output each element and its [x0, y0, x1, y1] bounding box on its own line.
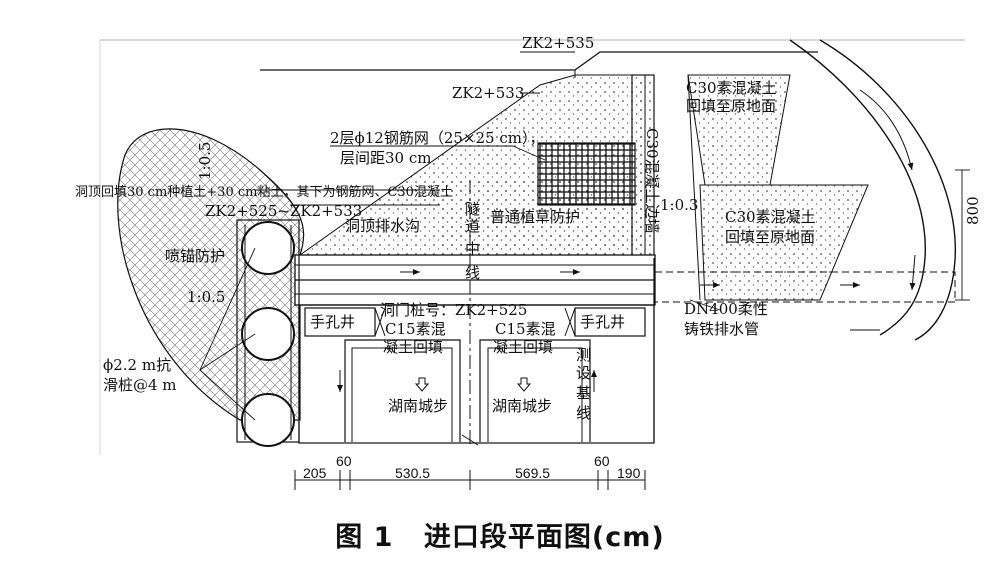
- station-zk535: ZK2+535: [522, 34, 594, 52]
- dn400-pipe: [654, 271, 956, 303]
- rebar-mesh: [537, 142, 636, 206]
- dim-205: 205: [303, 465, 327, 481]
- dim-60-left: 60: [336, 453, 352, 469]
- c15-right-1: C15素混: [495, 320, 556, 338]
- tunnel-center-2: 道: [465, 217, 480, 235]
- rebar-mesh-label: 2层ϕ12钢筋网（25×25 cm），: [330, 129, 545, 147]
- anti-slide-pile: [241, 307, 295, 361]
- c15-left-2: 凝土回填: [383, 338, 443, 356]
- slope-label-right: 1:0.3: [660, 196, 698, 214]
- road-label-right: 湖南城步: [492, 397, 552, 415]
- grass-label: 普通植草防护: [490, 208, 580, 226]
- c15-left-1: C15素混: [385, 320, 446, 338]
- tunnel-center-3: 中: [465, 240, 480, 258]
- shotcrete-label: 喷锚防护: [165, 247, 225, 265]
- survey-1: 测: [576, 346, 591, 364]
- hand-well-left-label: 手孔井: [310, 313, 355, 331]
- pipe-label-1: DN400柔性: [684, 300, 768, 318]
- hand-well-right: [574, 307, 646, 337]
- pile-label-1: ϕ2.2 m抗: [103, 356, 171, 374]
- dim-190: 190: [617, 465, 641, 481]
- tunnel-center-1: 隧: [465, 200, 480, 218]
- dimension-800: 800: [964, 196, 982, 225]
- drain-ditch-label: 洞顶排水沟: [345, 217, 420, 235]
- c30-fill-mid-1: C30素混凝土: [725, 208, 816, 226]
- figure-caption: 图 1 进口段平面图(cm): [0, 515, 1000, 554]
- figure-number: 图 1: [335, 522, 394, 553]
- layer-spacing-label: 层间距30 cm: [340, 149, 431, 167]
- pile-label-2: 滑桩@4 m: [103, 376, 177, 394]
- survey-2: 设: [576, 364, 591, 382]
- slope-label-left: 1:0.5: [196, 142, 214, 180]
- pipe-label-2: 铸铁排水管: [684, 320, 759, 338]
- c30-fill-mid-2: 回填至原地面: [725, 228, 815, 246]
- c30-fill-top-1: C30素混凝土: [686, 79, 777, 97]
- road-label-left: 湖南城步: [388, 397, 448, 415]
- anti-slide-pile: [241, 393, 295, 447]
- c30-fill-top-2: 回填至原地面: [686, 97, 776, 115]
- hand-well-right-label: 手孔井: [580, 313, 625, 331]
- dim-530: 530.5: [395, 465, 430, 481]
- slope-label-left-low: 1:0.5: [187, 288, 225, 306]
- c15-right-2: 凝土回填: [493, 338, 553, 356]
- portal-pile-label: 洞门桩号：ZK2+525: [380, 301, 527, 319]
- figure-title: 进口段平面图(cm): [423, 522, 665, 553]
- plan-drawing: ZK2+535 ZK2+533 2层ϕ12钢筋网（25×25 cm）， 层间距3…: [75, 34, 982, 490]
- anti-slide-pile: [241, 221, 295, 275]
- road-curve-outer: [819, 39, 956, 341]
- station-zk533: ZK2+533: [452, 84, 524, 102]
- top-backfill-label: 洞顶回填30 cm种植土+30 cm粘土，其下为钢筋网、C30混凝土: [75, 184, 453, 200]
- c30-wall-label: C30混凝土边墙: [643, 128, 661, 234]
- road-curve-inner: [789, 39, 926, 336]
- survey-3: 基: [576, 384, 591, 402]
- hand-well-left: [304, 307, 376, 337]
- station-range: ZK2+525~ZK2+533: [205, 202, 362, 220]
- tunnel-center-4: 线: [465, 264, 480, 282]
- dim-60-right: 60: [594, 453, 610, 469]
- dim-569: 569.5: [515, 465, 550, 481]
- c30-fill-mid: [699, 184, 869, 301]
- survey-4: 线: [576, 404, 591, 422]
